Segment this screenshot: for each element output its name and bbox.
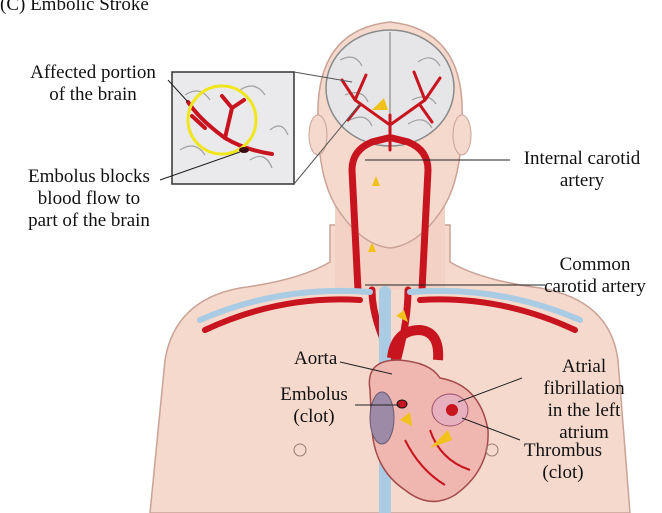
- right-atrium: [370, 392, 394, 444]
- label-atrial-line-1: Atrial: [524, 356, 644, 378]
- label-thrombus-clot: Thrombus (clot): [508, 440, 618, 484]
- thrombus-dot: [446, 404, 458, 416]
- inset-box: [172, 72, 294, 184]
- heart-embolus-dot: [397, 400, 407, 408]
- label-atrial-line-3: in the left: [524, 400, 644, 422]
- label-embolus-line-2: (clot): [272, 406, 356, 428]
- label-aorta: Aorta: [294, 348, 337, 370]
- label-atrial-fibrillation: Atrial fibrillation in the left atrium: [524, 356, 644, 444]
- label-affected-portion: Affected portion of the brain: [18, 62, 168, 106]
- label-common-carotid-line-2: carotid artery: [530, 276, 660, 298]
- label-common-carotid-line-1: Common: [530, 254, 660, 276]
- label-atrial-line-2: fibrillation: [524, 378, 644, 400]
- label-thrombus-line-1: Thrombus: [508, 440, 618, 462]
- label-embolus-blocks: Embolus blocks blood flow to part of the…: [8, 166, 170, 232]
- label-internal-carotid-line-1: Internal carotid: [512, 148, 652, 170]
- label-embolus-blocks-line-3: part of the brain: [8, 210, 170, 232]
- left-ear: [309, 115, 327, 155]
- label-affected-line-1: Affected portion: [18, 62, 168, 84]
- label-embolus-blocks-line-2: blood flow to: [8, 188, 170, 210]
- label-embolus-clot: Embolus (clot): [272, 384, 356, 428]
- label-embolus-blocks-line-1: Embolus blocks: [8, 166, 170, 188]
- label-affected-line-2: of the brain: [18, 84, 168, 106]
- label-common-carotid: Common carotid artery: [530, 254, 660, 298]
- inset-embolus: [239, 147, 249, 153]
- label-thrombus-line-2: (clot): [508, 462, 618, 484]
- figure-heading: (C) Embolic Stroke: [0, 0, 149, 16]
- label-embolus-line-1: Embolus: [272, 384, 356, 406]
- right-ear: [453, 115, 471, 155]
- label-internal-carotid: Internal carotid artery: [512, 148, 652, 192]
- label-internal-carotid-line-2: artery: [512, 170, 652, 192]
